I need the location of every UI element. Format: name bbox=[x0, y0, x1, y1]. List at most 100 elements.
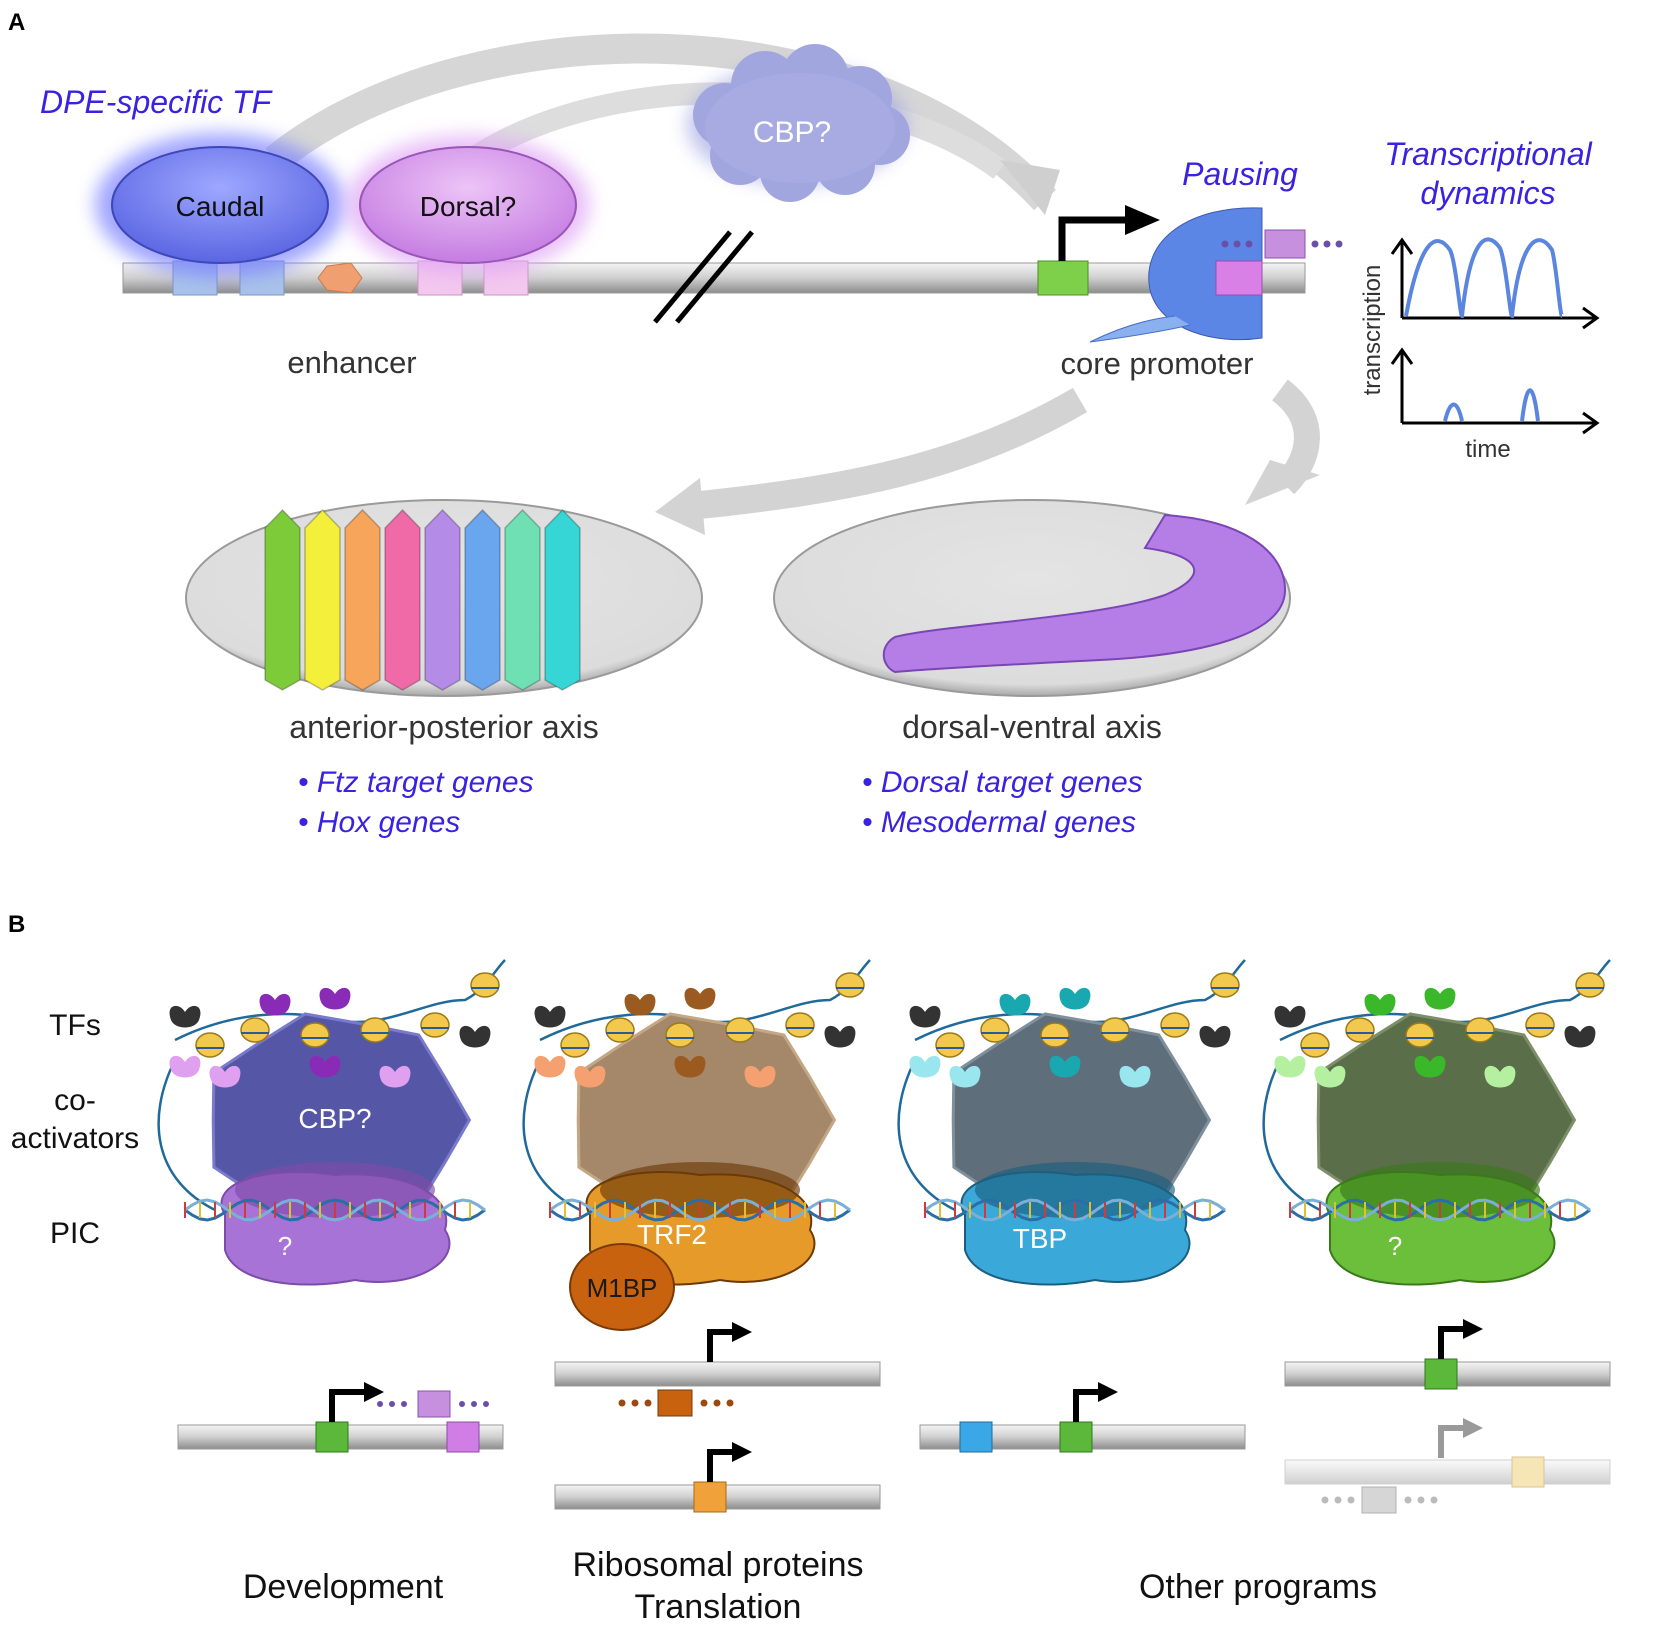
transcription-factor bbox=[319, 987, 351, 1010]
mesoderm-band bbox=[882, 513, 1287, 674]
pic-other-label: ? bbox=[1388, 1231, 1402, 1261]
pic-row-label: PIC bbox=[50, 1217, 100, 1250]
nucleosome bbox=[300, 1022, 330, 1048]
dpe-tf-label: DPE-specific TF bbox=[40, 84, 274, 120]
dynamics-title: dynamics bbox=[1420, 175, 1555, 211]
tbp-promoter bbox=[919, 1382, 1246, 1453]
dna-helix bbox=[184, 1198, 486, 1222]
dv-gene-item: • Dorsal target genes bbox=[862, 766, 1143, 799]
arc-arrowhead bbox=[1000, 160, 1060, 215]
ap-stripe bbox=[424, 508, 461, 691]
panel-a-label: A bbox=[8, 9, 25, 36]
tfs-row-label: TFs bbox=[49, 1009, 101, 1042]
dynamics-plot-top bbox=[1390, 237, 1600, 330]
dynamics-plot-bottom bbox=[1390, 347, 1600, 435]
transcription-factor bbox=[744, 1065, 776, 1088]
nascent-motif bbox=[1264, 229, 1306, 259]
ap-stripe bbox=[344, 508, 381, 691]
ap-gene-item: • Hox genes bbox=[298, 806, 460, 839]
dynamics-title: Transcriptional bbox=[1384, 136, 1592, 172]
transcription-factor bbox=[459, 1025, 491, 1048]
nucleosome bbox=[560, 1032, 590, 1058]
transcription-factor bbox=[1059, 987, 1091, 1010]
promoter-complex bbox=[157, 959, 506, 1286]
dv-gene-item: • Mesodermal genes bbox=[862, 806, 1136, 839]
caudal-label: Caudal bbox=[176, 191, 265, 222]
nucleosome bbox=[980, 1017, 1010, 1043]
transcription-factor bbox=[574, 1065, 606, 1088]
ap-gene-item: • Ftz target genes bbox=[298, 766, 534, 799]
m1bp-label: M1BP bbox=[587, 1273, 658, 1303]
transcription-factor bbox=[1274, 1055, 1306, 1078]
nucleosome bbox=[195, 1032, 225, 1058]
nucleosome bbox=[470, 972, 500, 998]
nucleosome bbox=[725, 1017, 755, 1043]
ap-stripe bbox=[304, 508, 341, 691]
nucleosome bbox=[1300, 1032, 1330, 1058]
nucleosome bbox=[1160, 1012, 1190, 1038]
cbp-complex-label: CBP? bbox=[298, 1103, 371, 1134]
nucleosome bbox=[360, 1017, 390, 1043]
transcription-axis-label: transcription bbox=[1359, 265, 1386, 396]
nucleosome bbox=[1040, 1022, 1070, 1048]
enhancer-label: enhancer bbox=[287, 345, 416, 380]
transcription-factor bbox=[1564, 1025, 1596, 1048]
transcription-factor bbox=[534, 1055, 566, 1078]
enhancer-promoter-arc bbox=[265, 33, 1057, 211]
transcription-factor bbox=[949, 1065, 981, 1088]
ap-stripe bbox=[504, 508, 541, 691]
transcription-factor bbox=[1314, 1065, 1346, 1088]
nucleosome bbox=[1210, 972, 1240, 998]
tss-motif bbox=[1037, 260, 1089, 296]
dorsal-tf bbox=[359, 146, 577, 264]
tss-arrow-icon bbox=[1058, 216, 1130, 261]
other-programs-label: Other programs bbox=[1139, 1568, 1377, 1606]
nucleosome bbox=[1405, 1022, 1435, 1048]
tbp-label: TBP bbox=[1013, 1223, 1067, 1254]
break-mark bbox=[653, 230, 732, 324]
break-mark bbox=[675, 230, 754, 324]
transcription-factor bbox=[684, 987, 716, 1010]
rp-promoter-trf2 bbox=[554, 1322, 881, 1417]
nucleosome bbox=[420, 1012, 450, 1038]
transcription-factor bbox=[259, 993, 291, 1016]
ap-stripe bbox=[264, 508, 301, 691]
pol-ii-icon bbox=[1148, 207, 1263, 341]
transcription-factor bbox=[1424, 987, 1456, 1010]
dv-axis-label: dorsal-ventral axis bbox=[902, 709, 1162, 745]
promoter-complex bbox=[522, 959, 871, 1286]
m1bp-factor bbox=[569, 1243, 675, 1331]
nucleosome bbox=[665, 1022, 695, 1048]
time-axis-label: time bbox=[1465, 436, 1510, 463]
trf2-label: TRF2 bbox=[637, 1219, 707, 1250]
ap-stripes bbox=[264, 508, 581, 691]
nucleosome bbox=[605, 1017, 635, 1043]
coactivators-row-label: co- bbox=[54, 1084, 96, 1117]
promoter-complexes bbox=[157, 959, 1611, 1286]
ap-stripe bbox=[464, 508, 501, 691]
cbp-cloud bbox=[687, 44, 910, 202]
transcription-factor bbox=[534, 1005, 566, 1028]
transcription-factor bbox=[674, 1055, 706, 1078]
pausing-label: Pausing bbox=[1182, 156, 1298, 192]
transcription-factor bbox=[1274, 1005, 1306, 1028]
transcription-factor bbox=[909, 1055, 941, 1078]
transcription-factor bbox=[169, 1005, 201, 1028]
transcription-factor bbox=[999, 993, 1031, 1016]
transcription-factor bbox=[169, 1055, 201, 1078]
enhancer-motif-orange bbox=[317, 262, 363, 294]
transcription-factor bbox=[1484, 1065, 1516, 1088]
nucleosome bbox=[1525, 1012, 1555, 1038]
promoter-complex bbox=[1262, 959, 1611, 1286]
transcription-factor bbox=[1199, 1025, 1231, 1048]
nucleosome bbox=[240, 1017, 270, 1043]
ribosomal-label: Ribosomal proteins bbox=[572, 1546, 863, 1584]
dna-helix bbox=[924, 1198, 1226, 1222]
transcription-factor bbox=[624, 993, 656, 1016]
pic-dev-label: ? bbox=[278, 1231, 292, 1261]
transcription-factor bbox=[909, 1005, 941, 1028]
cbp-label: CBP? bbox=[753, 116, 831, 149]
development-label: Development bbox=[243, 1568, 444, 1606]
translation-label: Translation bbox=[635, 1588, 802, 1625]
